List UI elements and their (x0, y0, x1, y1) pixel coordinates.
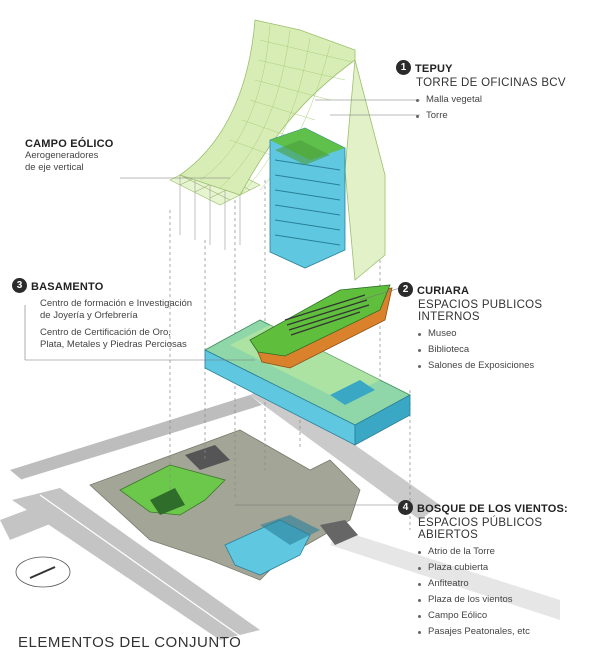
list-item: Centro de formación e Investigación (40, 298, 193, 309)
label-basamento: 3 BASAMENTO Centro de formación e Investi… (12, 277, 192, 351)
curiara-boat (249, 284, 393, 369)
list-item: Salones de Exposiciones (418, 358, 600, 374)
list-item: Plaza de los vientos (418, 592, 600, 608)
list-item: Anfiteatro (418, 576, 600, 592)
bosque-title: BOSQUE DE LOS VIENTOS: (417, 503, 568, 515)
label-tepuy: 1 TEPUY TORRE DE OFICINAS BCV Malla veget… (396, 59, 566, 124)
list-item: Malla vegetal (416, 92, 566, 108)
number-badge: 2 (398, 282, 413, 298)
label-campo-eolico: CAMPO EÓLICO Aerogeneradores de eje vert… (25, 138, 114, 174)
curiara-subtitle: ESPACIOS PUBLICOS INTERNOS (418, 299, 543, 323)
list-item: Centro de Certificación de Oro, (40, 327, 171, 338)
campo-desc-line1: Aerogeneradores (25, 150, 99, 161)
number-badge: 3 (12, 278, 27, 294)
list-item: de Joyería y Orfebrería (40, 310, 138, 321)
tepuy-tower (269, 127, 346, 269)
campo-desc-line2: de eje vertical (25, 162, 84, 173)
list-item: Museo (418, 326, 600, 342)
label-bosque: 4 BOSQUE DE LOS VIENTOS: ESPACIOS PÚBLICO… (398, 499, 600, 640)
road-network (0, 385, 440, 640)
leader-lines (24, 99, 420, 506)
list-item: Pasajes Peatonales, etc (418, 624, 600, 640)
list-item: Torre (416, 108, 566, 124)
tepuy-subtitle: TORRE DE OFICINAS BCV (416, 77, 566, 89)
bosque-subtitle: ESPACIOS PÚBLICOS ABIERTOS (418, 517, 543, 541)
list-item: Atrio de la Torre (418, 544, 600, 560)
north-compass (15, 556, 71, 588)
number-badge: 1 (396, 60, 411, 76)
ground-plaza (89, 429, 560, 620)
list-item: Campo Eólico (418, 608, 600, 624)
number-badge: 4 (398, 500, 413, 516)
label-curiara: 2 CURIARA ESPACIOS PUBLICOS INTERNOS Muse… (398, 281, 600, 374)
list-item: Plata, Metales y Piedras Perciosas (40, 339, 187, 350)
list-item: Biblioteca (418, 342, 600, 358)
tepuy-title: TEPUY (415, 63, 453, 75)
campo-title: CAMPO EÓLICO (25, 138, 114, 150)
curiara-title: CURIARA (417, 285, 470, 297)
list-item: Plaza cubierta (418, 560, 600, 576)
diagram-footer-title: ELEMENTOS DEL CONJUNTO (18, 634, 242, 651)
basamento-title: BASAMENTO (31, 281, 104, 293)
